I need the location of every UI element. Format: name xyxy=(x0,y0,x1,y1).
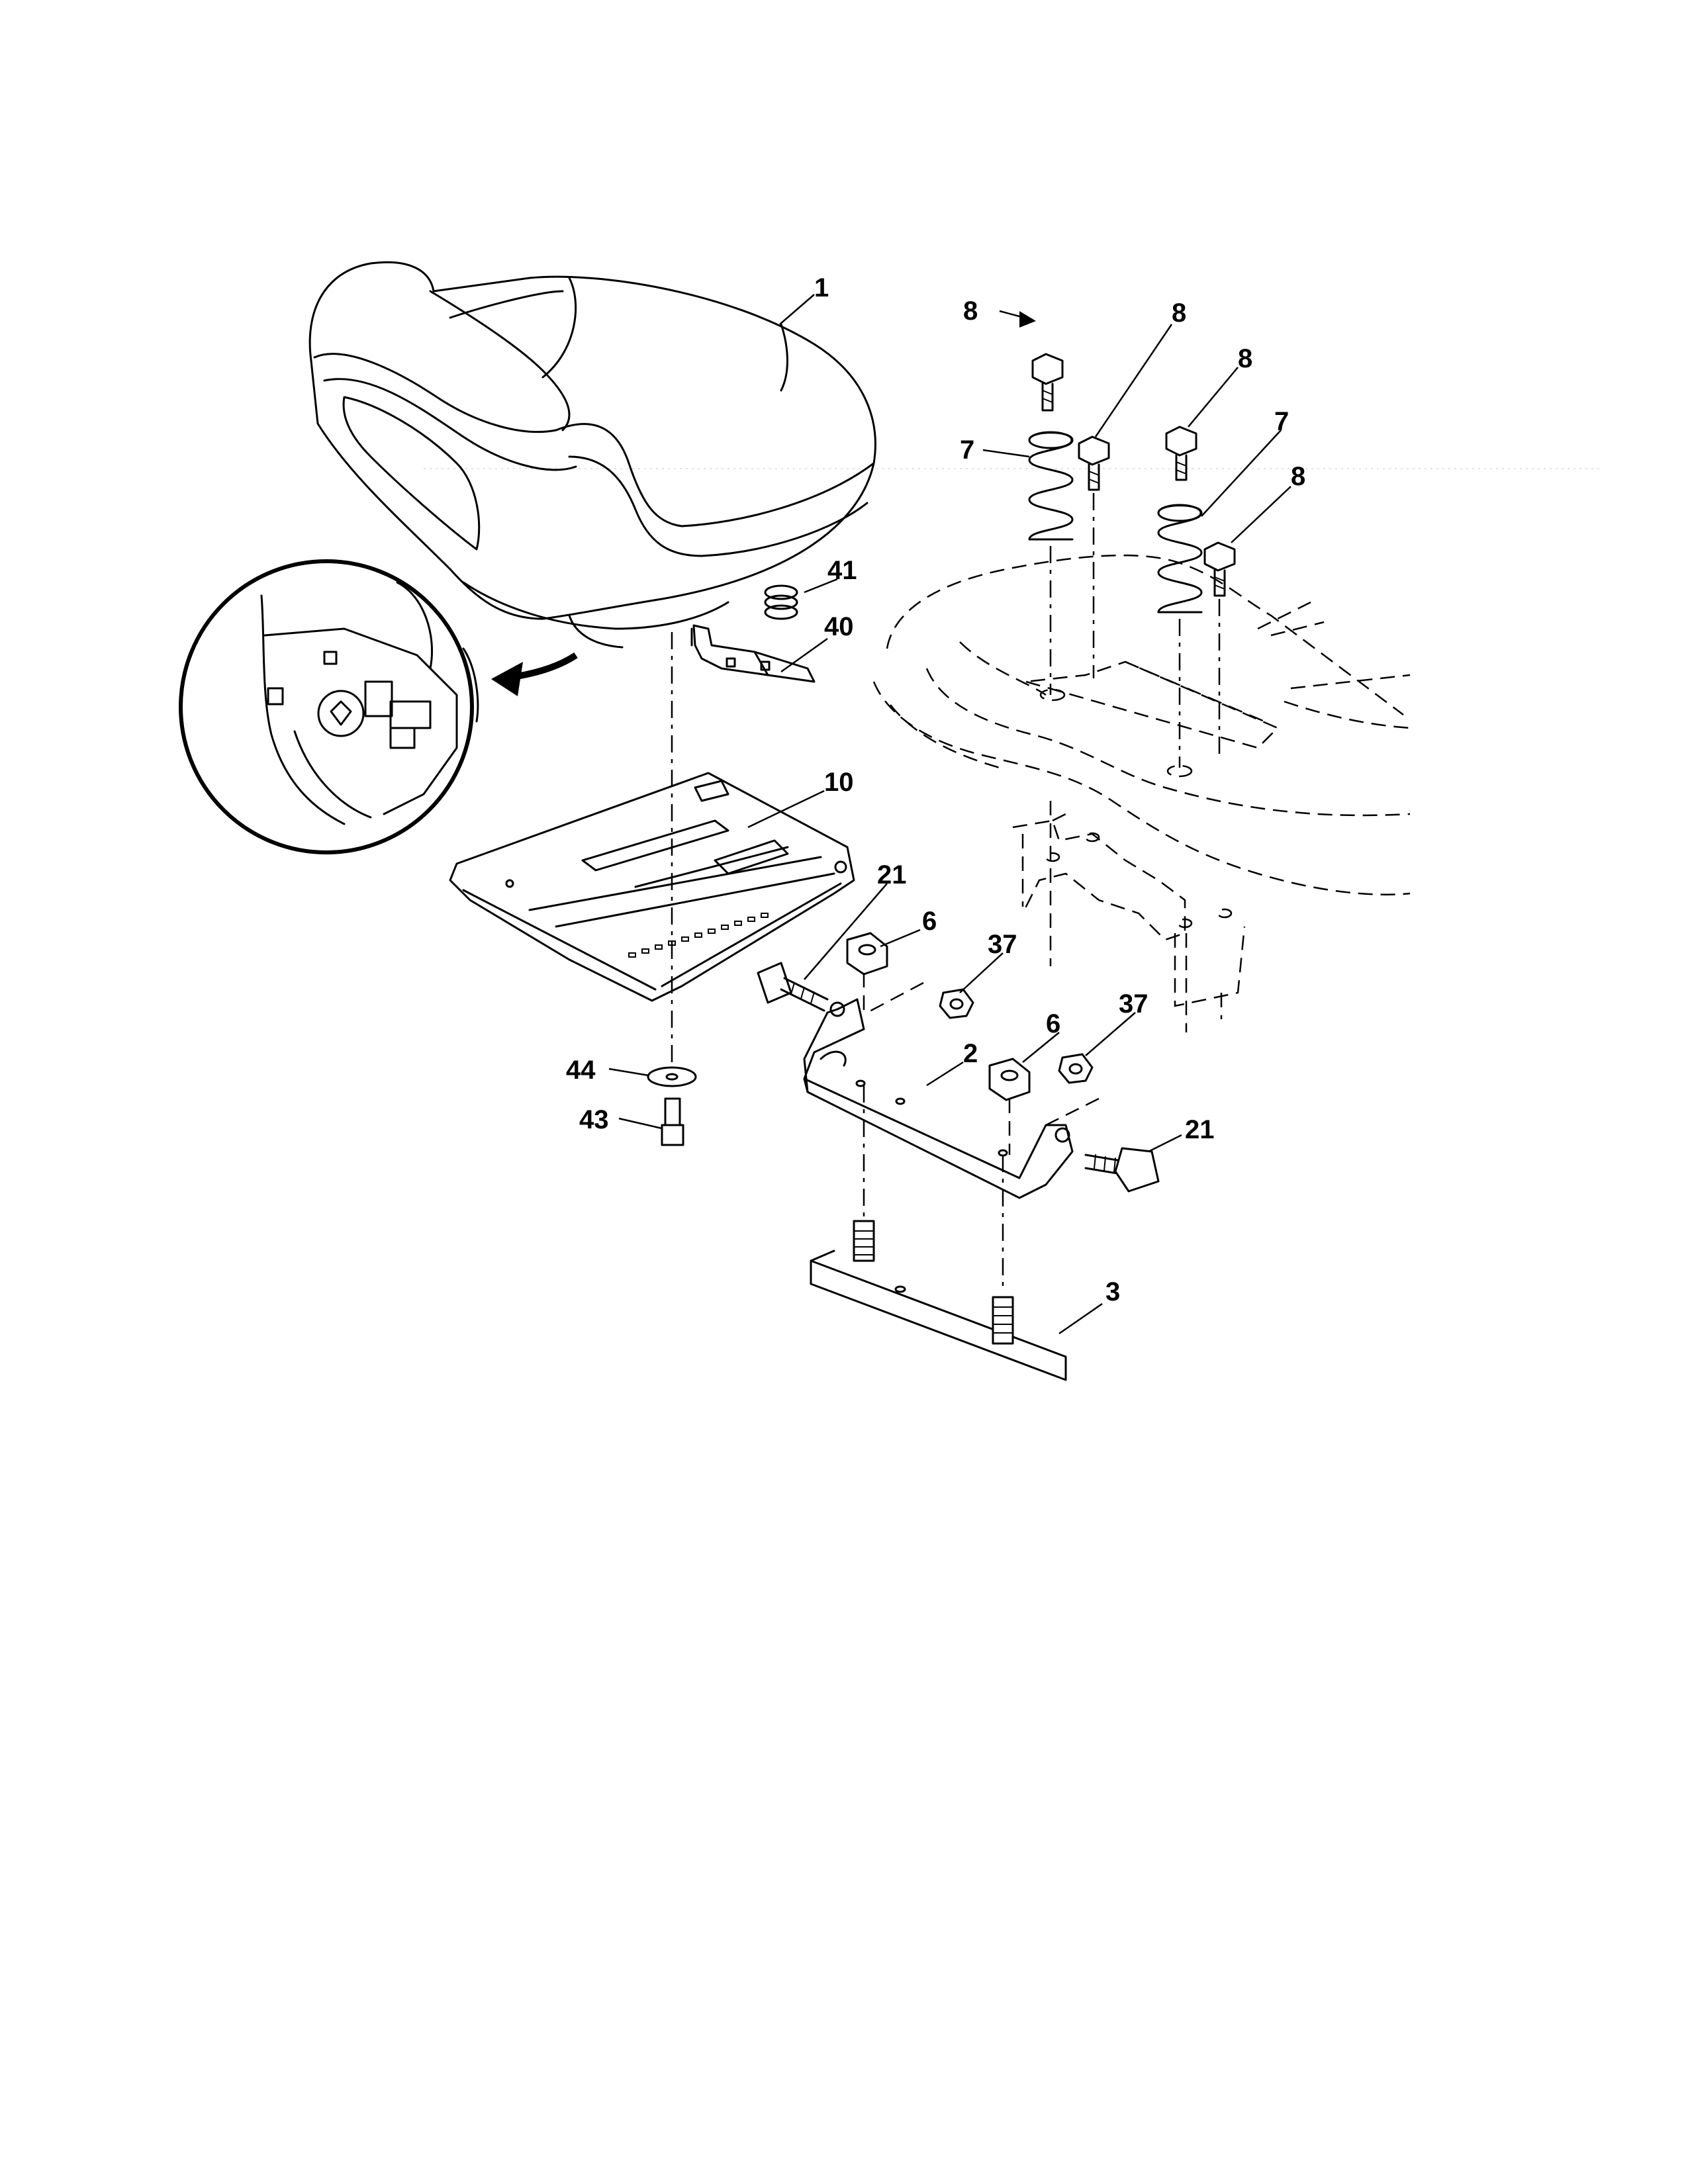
callout-8-b: 8 xyxy=(1172,298,1186,328)
callout-6-lower: 6 xyxy=(1046,1009,1060,1038)
detail-inset xyxy=(179,559,578,854)
callout-21-left: 21 xyxy=(877,860,907,889)
switch-bracket-40 xyxy=(690,624,816,683)
bolt-8-b xyxy=(1078,435,1110,491)
bolt-21-right xyxy=(1084,1147,1160,1193)
callout-7-a: 7 xyxy=(960,435,974,465)
callout-40: 40 xyxy=(824,612,854,641)
leader-lines xyxy=(608,294,1291,1335)
seat-pan-10 xyxy=(449,772,855,1002)
callout-43: 43 xyxy=(579,1105,609,1134)
callout-2: 2 xyxy=(963,1039,978,1068)
callout-21-right: 21 xyxy=(1185,1115,1215,1144)
callout-8-d: 8 xyxy=(1291,462,1305,491)
callout-37-upper: 37 xyxy=(988,930,1017,959)
callout-1: 1 xyxy=(814,273,829,302)
phantom-line-b xyxy=(867,981,924,1014)
washer-44 xyxy=(647,1066,697,1087)
slot-row xyxy=(628,913,769,958)
stud-plate-3 xyxy=(810,1220,1067,1381)
spring-7-b xyxy=(1157,504,1203,614)
callout-8-c: 8 xyxy=(1238,344,1252,373)
bracket-2 xyxy=(803,998,1074,1199)
phantom-line-d xyxy=(1045,1097,1100,1126)
fender-frame-phantom xyxy=(872,554,1411,1032)
bolt-43 xyxy=(661,1097,684,1146)
bolt-8-d xyxy=(1203,541,1236,597)
seat xyxy=(308,261,876,649)
bolt-8-c xyxy=(1165,426,1197,481)
callout-10: 10 xyxy=(824,768,854,797)
callout-6-upper: 6 xyxy=(922,907,937,936)
detail-arrow-icon xyxy=(491,662,523,696)
spring-7-a xyxy=(1028,431,1074,541)
callout-7-b: 7 xyxy=(1274,407,1289,436)
washer-37-lower xyxy=(1058,1053,1094,1084)
callout-44: 44 xyxy=(566,1056,596,1085)
callout-37-lower: 37 xyxy=(1119,989,1149,1019)
callout-41: 41 xyxy=(827,556,857,585)
washer-37-upper xyxy=(939,988,974,1019)
bolt-8-a xyxy=(1031,353,1064,412)
bolt-21-left xyxy=(757,962,829,1012)
callout-8-a: 8 xyxy=(963,296,978,326)
nut-6-upper xyxy=(846,932,888,976)
callout-3: 3 xyxy=(1105,1277,1120,1306)
callout-numbers: 1 8 8 8 8 7 7 41 40 10 21 6 37 2 6 37 21… xyxy=(566,273,1305,1306)
nut-6-lower xyxy=(988,1058,1031,1101)
spring-41 xyxy=(764,584,798,620)
